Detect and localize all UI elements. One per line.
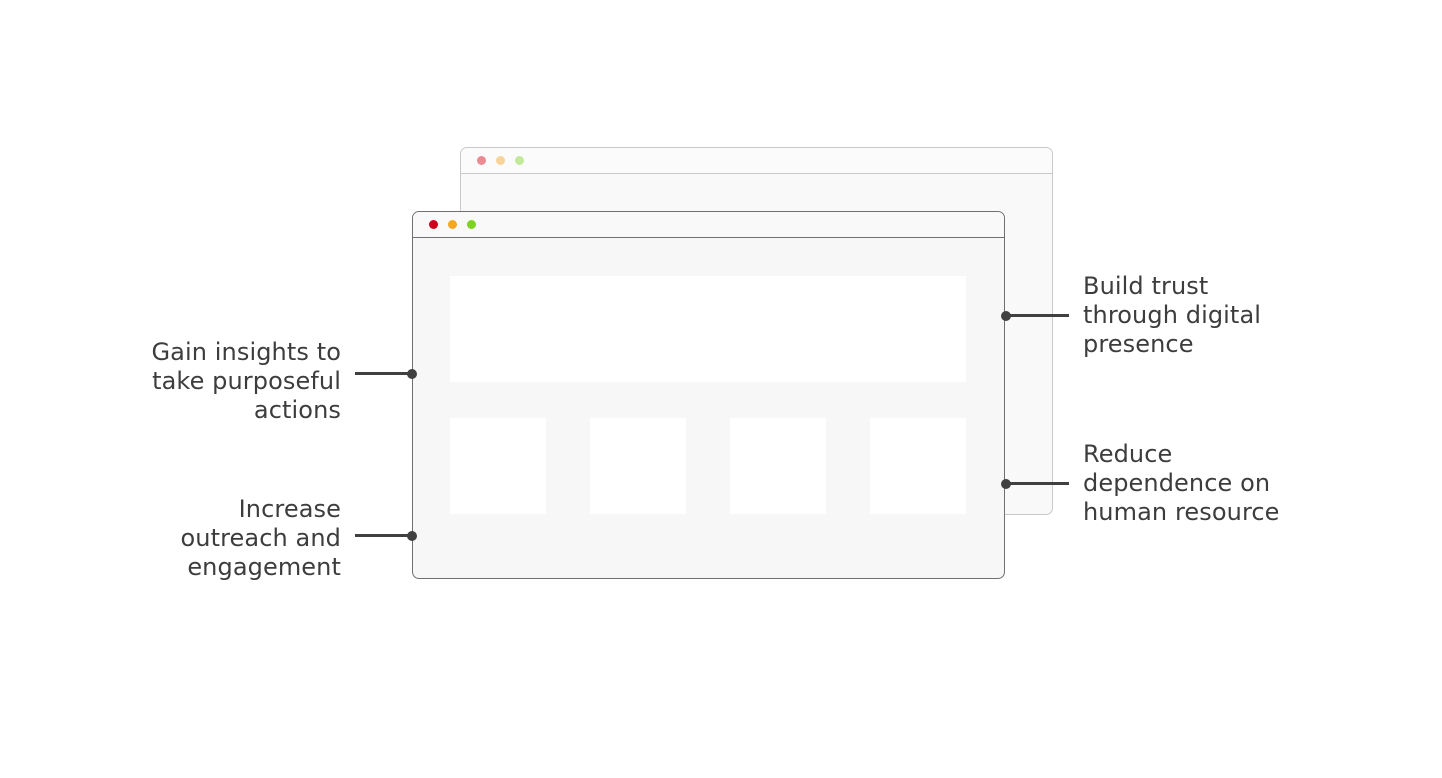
callout-line: Increase [238,495,341,523]
leader-dot [407,531,417,541]
callout-reduce-dependence: Reduce dependence on human resource [1083,440,1280,527]
callout-line: Build trust [1083,272,1209,300]
minimize-icon [448,220,457,229]
callout-line: Gain insights to [151,338,341,366]
callout-gain-insights: Gain insights to take purposeful actions [151,338,341,425]
leader-dot [407,369,417,379]
content-card-placeholder [730,418,826,514]
callout-line: outreach and [180,524,341,552]
callout-line: human resource [1083,498,1280,526]
leader-line [355,534,412,537]
hero-banner-placeholder [450,276,966,382]
maximize-icon [515,156,524,165]
callout-line: take purposeful [152,367,341,395]
callout-build-trust: Build trust through digital presence [1083,272,1261,359]
minimize-icon [496,156,505,165]
foreground-browser-window [412,211,1005,579]
leader-line [1006,314,1069,317]
content-card-placeholder [590,418,686,514]
callout-line: Reduce [1083,440,1173,468]
callout-line: through digital [1083,301,1262,329]
callout-line: dependence on [1083,469,1271,497]
leader-line [355,372,412,375]
content-card-placeholder [450,418,546,514]
leader-line [1006,482,1069,485]
close-icon [477,156,486,165]
callout-line: presence [1083,330,1194,358]
callout-line: actions [253,396,341,424]
callout-increase-outreach: Increase outreach and engagement [180,495,341,582]
foreground-window-titlebar [413,212,1004,238]
content-card-placeholder [870,418,966,514]
close-icon [429,220,438,229]
callout-line: engagement [187,553,341,581]
background-window-titlebar [461,148,1052,174]
maximize-icon [467,220,476,229]
